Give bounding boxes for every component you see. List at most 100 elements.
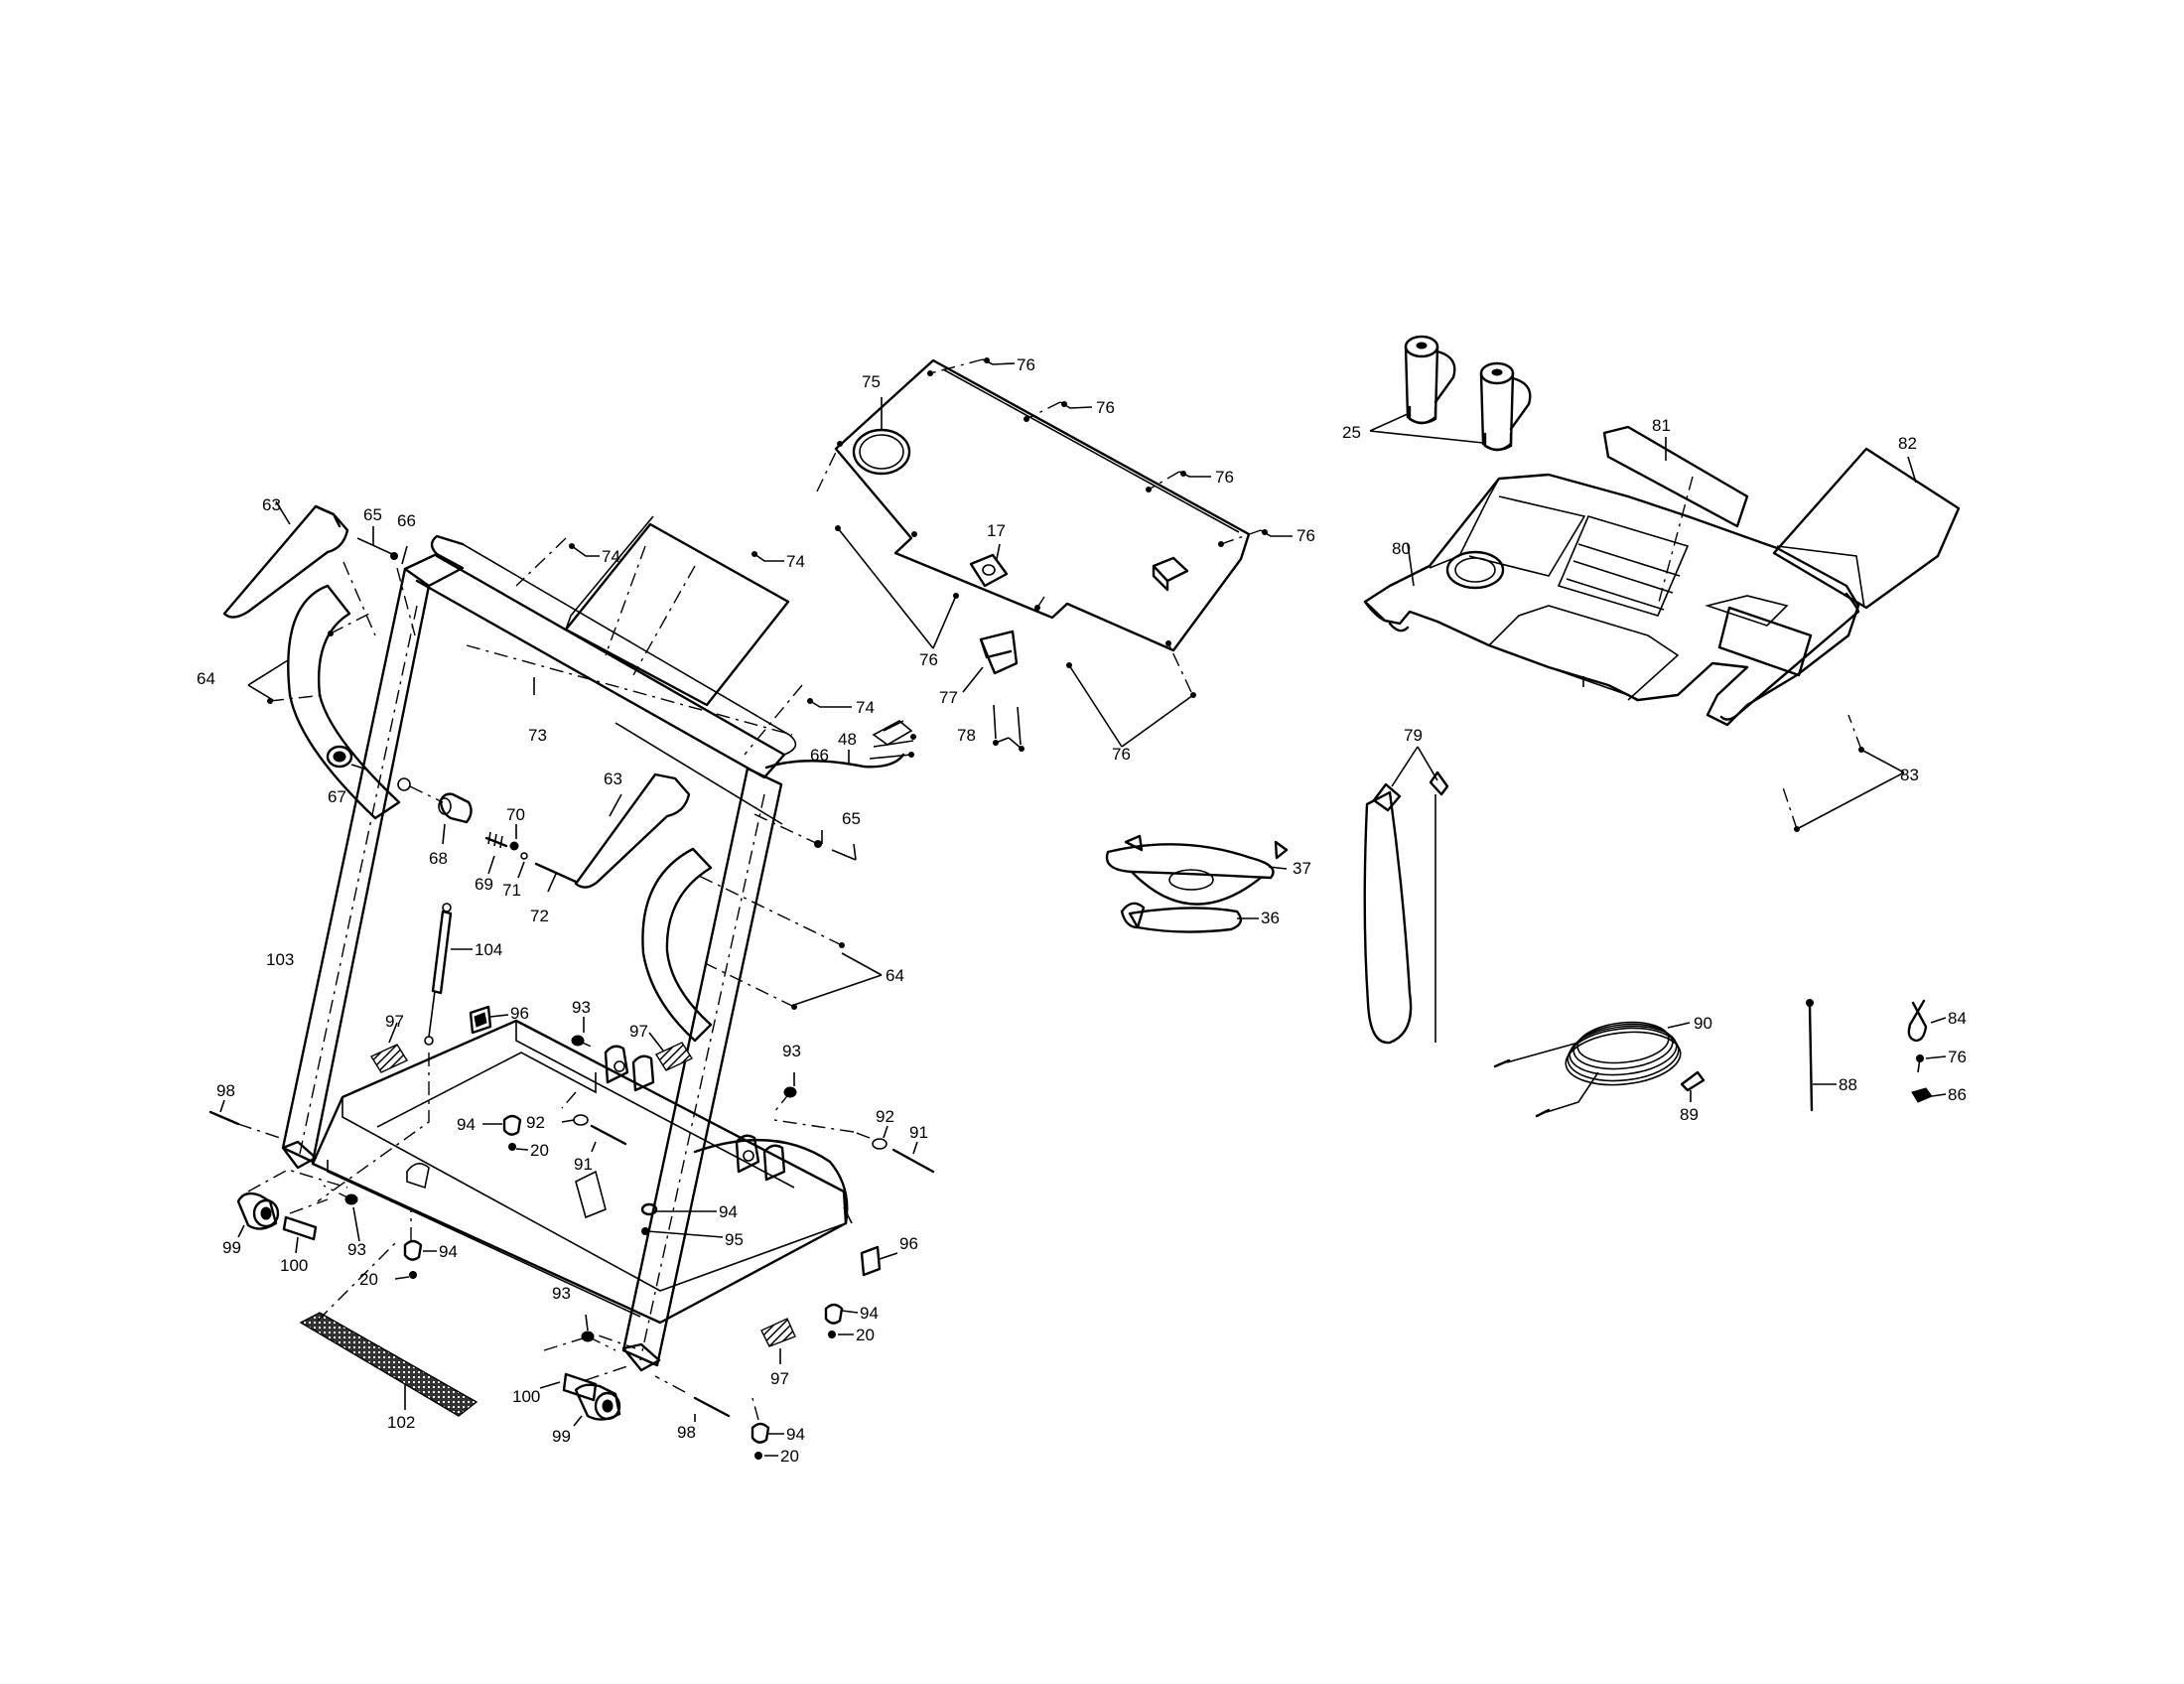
callout-102: 102 — [387, 1413, 415, 1432]
callout-104: 104 — [475, 940, 502, 959]
end-caps-96 — [469, 1005, 898, 1277]
callout-81: 81 — [1652, 416, 1671, 435]
console-base-80 — [1363, 473, 1905, 832]
callout-70: 70 — [506, 805, 525, 824]
callout-68: 68 — [429, 849, 448, 868]
callout-82: 82 — [1898, 434, 1917, 453]
strap-36 — [1120, 902, 1259, 933]
callout-93: 93 — [782, 1042, 801, 1060]
wire-harness-48 — [764, 720, 916, 770]
handrail-cover-63-right — [574, 772, 691, 889]
rod-88 — [1806, 999, 1837, 1112]
hardware — [208, 1017, 935, 1460]
tool-89 — [1680, 1070, 1706, 1102]
callout-labels: 76 76 76 76 76 76 76 75 17 77 78 25 81 8… — [197, 355, 1967, 1466]
console-82 — [1772, 447, 1961, 610]
callout-91: 91 — [574, 1155, 593, 1174]
callout-75: 75 — [862, 372, 881, 391]
handgrips-25 — [1369, 335, 1532, 452]
callout-100: 100 — [280, 1256, 308, 1275]
callout-96: 96 — [899, 1234, 918, 1253]
bracket-77 — [962, 630, 1024, 752]
handrail-cover-63-left — [222, 500, 349, 619]
callout-76: 76 — [919, 650, 938, 669]
callout-74: 74 — [856, 698, 875, 717]
callout-74: 74 — [786, 552, 805, 571]
callout-77: 77 — [939, 688, 958, 707]
callout-69: 69 — [475, 875, 493, 894]
screws-65-66 — [342, 526, 857, 861]
callout-76: 76 — [1017, 355, 1035, 374]
callout-66: 66 — [397, 511, 416, 530]
callout-94: 94 — [719, 1202, 738, 1221]
clip-84 — [1907, 999, 1947, 1043]
callout-84: 84 — [1948, 1009, 1967, 1028]
knob-assembly-68-72 — [397, 777, 578, 893]
callout-20: 20 — [530, 1141, 549, 1160]
callout-99: 99 — [552, 1427, 571, 1446]
pads-97 — [369, 1022, 796, 1364]
callout-80: 80 — [1392, 539, 1411, 558]
callout-88: 88 — [1839, 1075, 1857, 1094]
cover-81 — [1602, 425, 1749, 607]
upright-frame-103 — [281, 534, 797, 1367]
callout-48: 48 — [838, 730, 857, 749]
callout-20: 20 — [856, 1326, 875, 1344]
callout-76: 76 — [1215, 468, 1234, 487]
callout-36: 36 — [1261, 909, 1280, 927]
callout-100: 100 — [512, 1387, 540, 1406]
callout-98: 98 — [216, 1081, 235, 1100]
callout-93: 93 — [572, 998, 591, 1017]
callout-94: 94 — [860, 1304, 879, 1323]
callout-37: 37 — [1293, 859, 1311, 878]
callout-25: 25 — [1342, 423, 1361, 442]
callout-94: 94 — [457, 1115, 476, 1134]
callout-93: 93 — [552, 1284, 571, 1303]
callout-83: 83 — [1900, 766, 1919, 784]
callout-72: 72 — [530, 907, 549, 925]
callout-76: 76 — [1948, 1048, 1967, 1066]
callout-90: 90 — [1694, 1014, 1712, 1033]
nut-86 — [1911, 1087, 1947, 1103]
callout-64: 64 — [886, 966, 904, 985]
screw-76-small — [1916, 1054, 1947, 1073]
belt-79 — [1363, 746, 1449, 1045]
callout-17: 17 — [987, 521, 1006, 540]
callout-20: 20 — [359, 1270, 378, 1289]
callout-65: 65 — [842, 809, 861, 828]
base-frame — [281, 1019, 853, 1372]
callout-66: 66 — [810, 746, 829, 765]
callout-64: 64 — [197, 669, 215, 688]
shock-104 — [317, 903, 473, 1202]
callout-76: 76 — [1112, 745, 1131, 764]
callout-97: 97 — [629, 1022, 648, 1041]
callout-94: 94 — [786, 1425, 805, 1444]
callout-89: 89 — [1680, 1105, 1699, 1124]
wire-90 — [1493, 1021, 1691, 1118]
callout-67: 67 — [328, 787, 346, 806]
callout-63: 63 — [262, 495, 281, 514]
callout-71: 71 — [502, 881, 521, 900]
callout-79: 79 — [1404, 726, 1423, 745]
callout-93: 93 — [347, 1240, 366, 1259]
callout-92: 92 — [876, 1107, 894, 1126]
callout-96: 96 — [510, 1004, 529, 1023]
screws-64 — [247, 613, 883, 1010]
callout-20: 20 — [780, 1447, 799, 1466]
callout-76: 76 — [1297, 526, 1315, 545]
callout-73: 73 — [528, 726, 547, 745]
callout-92: 92 — [526, 1113, 545, 1132]
callout-74: 74 — [602, 547, 620, 566]
callout-97: 97 — [770, 1369, 789, 1388]
callout-63: 63 — [604, 770, 622, 788]
callout-103: 103 — [266, 950, 294, 969]
callout-97: 97 — [385, 1012, 404, 1031]
motor-hood-75 — [816, 357, 1293, 748]
platform-74 — [515, 515, 852, 756]
callout-94: 94 — [439, 1242, 458, 1261]
callout-78: 78 — [957, 726, 976, 745]
callout-98: 98 — [677, 1423, 696, 1442]
callout-86: 86 — [1948, 1085, 1967, 1104]
callout-65: 65 — [363, 505, 382, 524]
